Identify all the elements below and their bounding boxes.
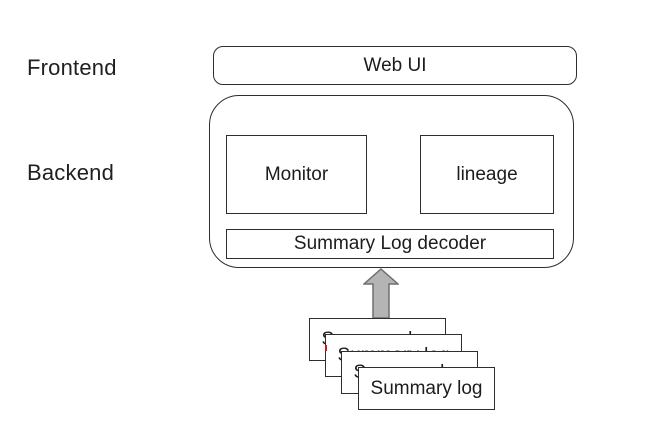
up-arrow-shape bbox=[363, 268, 399, 319]
backend-label: Backend bbox=[27, 160, 115, 185]
summary-log-label: Summary log bbox=[370, 377, 483, 399]
backend-container: Monitor lineage Summary Log decoder bbox=[209, 95, 574, 268]
summary-log-decoder-bar: Summary Log decoder bbox=[226, 229, 554, 259]
web-ui-label: Web UI bbox=[363, 54, 427, 76]
lineage-label: lineage bbox=[456, 163, 518, 185]
up-arrow-icon bbox=[363, 268, 399, 319]
summary-log-box-front: Summary log bbox=[358, 367, 495, 410]
frontend-label: Frontend bbox=[27, 55, 117, 80]
lineage-box: lineage bbox=[420, 135, 554, 214]
summary-log-decoder-label: Summary Log decoder bbox=[293, 233, 487, 254]
web-ui-box: Web UI bbox=[213, 46, 577, 85]
monitor-box: Monitor bbox=[226, 135, 367, 214]
red-mark-artifact bbox=[325, 345, 327, 351]
monitor-label: Monitor bbox=[264, 163, 329, 185]
